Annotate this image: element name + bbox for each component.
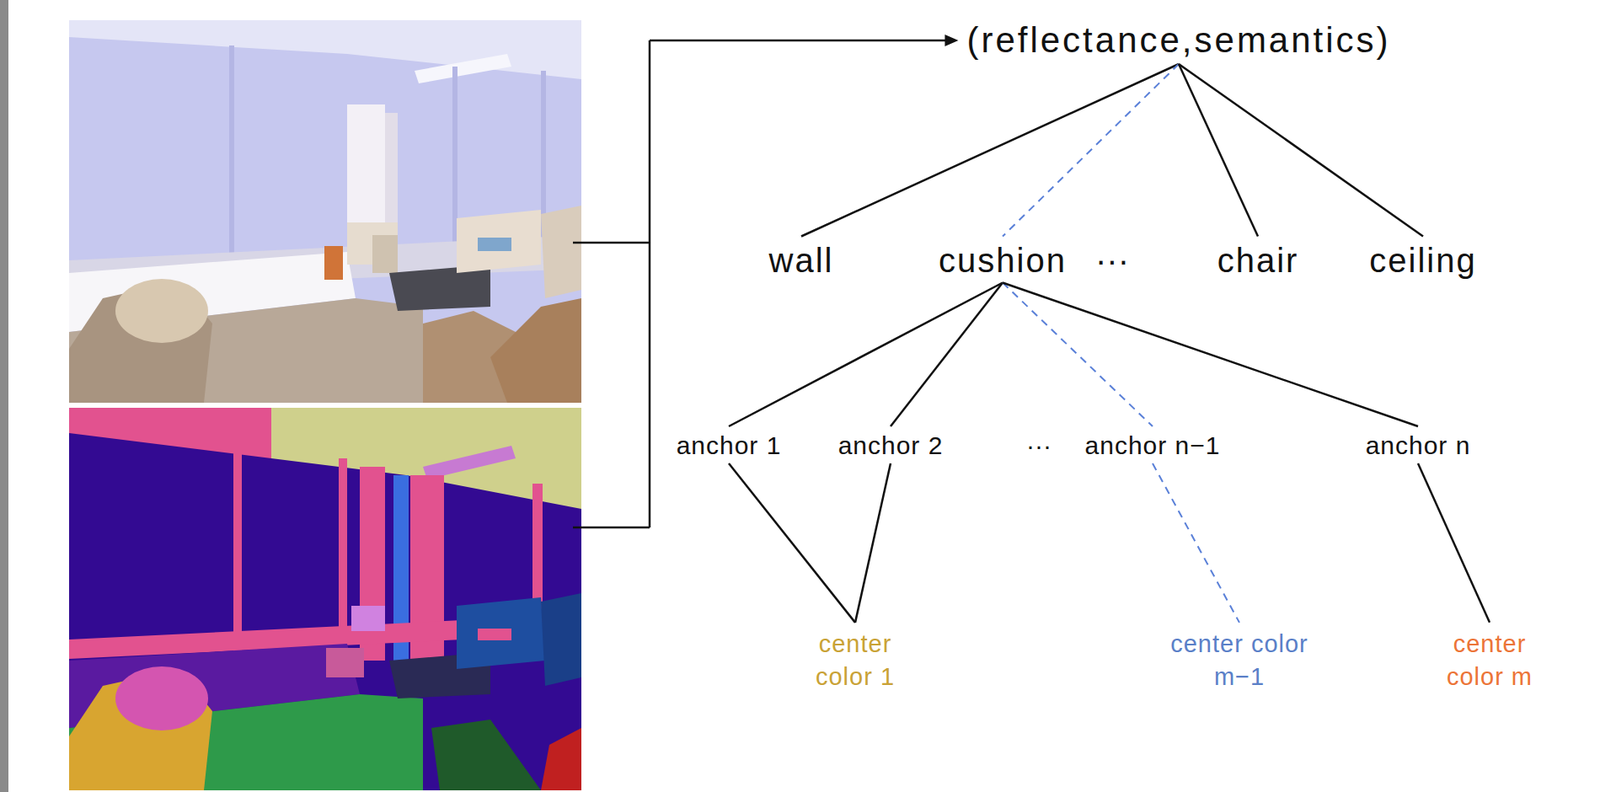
anchor-node: anchor 1 (673, 429, 786, 462)
node-text: ceiling (1369, 241, 1477, 280)
ellipsis-label: ··· (1095, 241, 1130, 280)
tree-edge (1002, 283, 1419, 428)
node-text: cushion (938, 241, 1067, 280)
node-text: wall (769, 241, 835, 280)
node-text: anchor 2 (838, 431, 944, 461)
category-node: ceiling (1365, 240, 1480, 282)
semantics-image (69, 407, 582, 791)
root-node: (reflectance,semantics) (963, 18, 1394, 63)
node-text: center color m (1426, 627, 1553, 694)
pointer-line (648, 40, 652, 528)
anchor-node: anchor 2 (834, 429, 948, 462)
arrow-head (944, 34, 958, 47)
node-text: (reflectance,semantics) (966, 20, 1391, 61)
category-node: wall (765, 240, 838, 282)
tree-edge (1418, 463, 1490, 623)
tree-edge (1152, 463, 1240, 623)
reflectance-image (69, 20, 582, 403)
tree-edge (1178, 64, 1424, 237)
tree-edge (1002, 64, 1179, 237)
tree-edge (728, 463, 856, 623)
center-color-node: center color 1 (792, 626, 918, 696)
tree-edge (728, 283, 1003, 428)
category-node: chair (1214, 240, 1303, 282)
node-text: chair (1217, 241, 1300, 280)
pointer-arrow (649, 39, 950, 43)
pointer-line (572, 241, 650, 245)
node-text: anchor 1 (676, 431, 782, 461)
node-text: center color m−1 (1167, 627, 1312, 694)
tree-edge (1178, 64, 1258, 237)
center-color-node: center color m (1423, 626, 1557, 696)
node-text: anchor n (1365, 431, 1472, 461)
tree-edge (1002, 283, 1153, 428)
node-text: anchor n−1 (1085, 431, 1221, 461)
tree-edge (855, 463, 891, 623)
node-text: center color 1 (796, 627, 915, 694)
center-color-node: center color m−1 (1164, 626, 1315, 696)
frame-bar (0, 0, 9, 792)
tree-edge (890, 283, 1003, 428)
anchor-node: anchor n (1362, 429, 1475, 462)
category-node: cushion (935, 240, 1071, 282)
anchor-node: anchor n−1 (1081, 429, 1225, 462)
pointer-line (572, 526, 650, 530)
ellipsis-label: ··· (1026, 431, 1052, 461)
tree-edge (801, 64, 1179, 237)
